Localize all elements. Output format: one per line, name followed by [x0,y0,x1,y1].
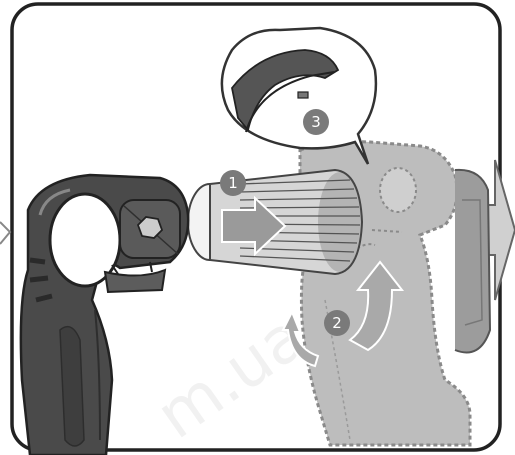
step-badge-3: 3 [303,109,329,135]
step-badge-1: 1 [220,170,246,196]
step-label-2: 2 [332,314,342,332]
step-label-3: 3 [311,113,321,131]
prev-step-arrow-icon [0,222,10,244]
step-badge-2: 2 [324,310,350,336]
step-label-1: 1 [228,174,238,192]
detail-callout [222,28,376,164]
